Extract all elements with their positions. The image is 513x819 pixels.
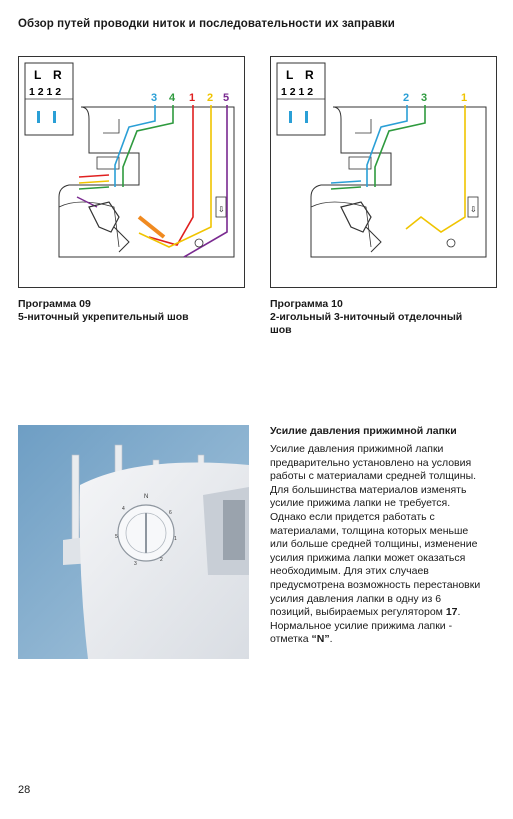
body-line: Нормальное усилие прижима лапки - xyxy=(270,619,453,632)
body-line: позиций, выбираемых регулятором xyxy=(270,606,443,619)
caption-description-cont: шов xyxy=(270,324,292,336)
thread-number: 1 xyxy=(189,92,195,104)
lr-digits: 1 2 1 2 xyxy=(281,86,313,98)
body-line-mark: отметка “N”. xyxy=(270,633,500,647)
thread-number: 4 xyxy=(169,92,176,104)
svg-text:⇩: ⇩ xyxy=(470,205,477,214)
thread-number: 2 xyxy=(403,92,409,104)
regulator-number: 17 xyxy=(445,606,458,619)
lr-label-r: R xyxy=(305,68,314,82)
threading-diagram-program-10: L R 1 2 1 2 ⇩ 2 3 1 xyxy=(270,56,497,288)
body-line: усилия давления лапки в одну из 6 xyxy=(270,592,442,605)
threading-diagram-svg: L R 1 2 1 2 ⇩ 3 4 1 2 5 xyxy=(24,62,235,258)
needle-l-icon xyxy=(289,111,292,123)
dial-label: 4 xyxy=(122,506,125,512)
caption-description: 5-ниточный укрепительный шов xyxy=(18,311,189,323)
threading-diagram-program-09: L R 1 2 1 2 ⇩ 3 4 1 2 5 xyxy=(18,56,245,288)
caption-description: 2-игольный 3-ниточный отделочный xyxy=(270,311,463,323)
dial-label: 3 xyxy=(134,561,137,567)
needle-r-icon xyxy=(53,111,56,123)
needle-r-icon xyxy=(305,111,308,123)
threading-diagram-svg: L R 1 2 1 2 ⇩ 2 3 1 xyxy=(276,62,487,258)
body-line: материалами, толщина которых меньше xyxy=(270,524,469,537)
mark-value: “N” xyxy=(311,633,330,646)
dial-label: 6 xyxy=(169,510,172,516)
presser-foot-dial-photo: N 4 5 6 1 2 3 xyxy=(18,425,249,659)
body-line: усилие прижима лапки не требуется. xyxy=(270,497,451,510)
body-line: работы с материалами средней толщины. xyxy=(270,470,477,483)
body-line: необходимым. Для этих случаев xyxy=(270,565,429,578)
body-line: усилия прижима лапки может оказаться xyxy=(270,551,466,564)
caption-title: Программа 09 xyxy=(18,298,91,310)
dial-label: 1 xyxy=(174,536,177,542)
thread-number: 1 xyxy=(461,92,467,104)
caption-program-10: Программа 10 2-игольный 3-ниточный отдел… xyxy=(270,298,500,337)
body-line: Усилие давления прижимной лапки xyxy=(270,443,444,455)
body-line: Однако если придется работать с xyxy=(270,510,435,523)
section-body: Усилие давления прижимной лапки предвари… xyxy=(270,443,500,647)
body-line: или больше средней толщины, изменение xyxy=(270,538,478,551)
needle-l-icon xyxy=(37,111,40,123)
mark-prefix: отметка xyxy=(270,633,309,646)
lr-label-l: L xyxy=(286,68,293,82)
thread-number: 5 xyxy=(223,92,229,104)
body-line: Для большинства материалов изменять xyxy=(270,483,467,496)
body-line: предварительно установлено на условия xyxy=(270,456,472,469)
body-line: предусмотрена возможность перестановки xyxy=(270,578,481,591)
thread-number: 3 xyxy=(421,92,427,104)
lr-label-l: L xyxy=(34,68,41,82)
caption-program-09: Программа 09 5-ниточный укрепительный шо… xyxy=(18,298,258,324)
dial-label: 5 xyxy=(115,534,118,540)
dial-label: N xyxy=(144,494,148,500)
caption-title: Программа 10 xyxy=(270,298,343,310)
mark-suffix: . xyxy=(329,633,333,646)
page-title: Обзор путей проводки ниток и последовате… xyxy=(18,18,395,30)
body-line-regulator: позиций, выбираемых регулятором 17. xyxy=(270,606,461,619)
lr-label-r: R xyxy=(53,68,62,82)
section-title: Усилие давления прижимной лапки xyxy=(270,425,457,437)
lr-digits: 1 2 1 2 xyxy=(29,86,61,98)
thread-number: 3 xyxy=(151,92,157,104)
svg-text:⇩: ⇩ xyxy=(218,205,225,214)
dial-label: 2 xyxy=(160,557,163,563)
thread-number: 2 xyxy=(207,92,213,104)
page-number: 28 xyxy=(18,784,31,796)
